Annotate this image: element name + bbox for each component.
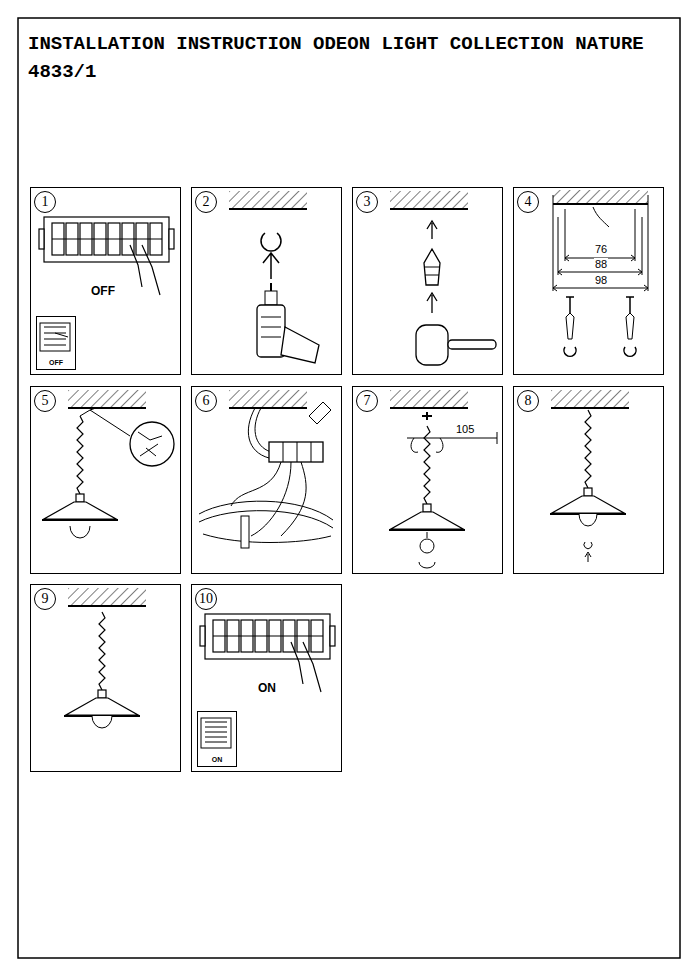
step-panel: 2 [191,187,342,375]
step-panel: 9 [30,584,181,772]
callout-number: 1 [34,191,56,213]
switch-state: OFF [91,285,115,298]
dimension: 105 [455,423,475,435]
switch-inset: ON [197,711,237,767]
step-panel: 8 [513,386,664,574]
callout-number: 8 [517,390,539,412]
switch-inset: OFF [36,316,76,370]
wiring-lamp-figure [42,390,174,538]
callout-number: 2 [195,191,217,213]
lamp-bulb-figure [389,390,497,568]
bracket-dimension-figure [553,190,648,356]
step-panel: 7 105 [352,386,503,574]
callout-number: 4 [517,191,539,213]
step-panel: 3 [352,187,503,375]
finished-lamp-figure [64,588,146,728]
dimension: 88 [594,258,608,270]
callout-number: 10 [195,588,217,610]
step-panel: 6 [191,386,342,574]
callout-number: 3 [356,191,378,213]
terminal-figure [199,390,333,548]
step-panel: 4 76 88 98 [513,187,664,375]
title: INSTALLATION INSTRUCTION ODEON LIGHT COL… [28,30,673,86]
callout-number: 5 [34,390,56,412]
step-panel: 10ON ON [191,584,342,772]
dimension: 76 [594,243,608,255]
switch-state: ON [198,756,236,764]
callout-number: 6 [195,390,217,412]
callout-number: 7 [356,390,378,412]
anchor-hammer-figure [390,191,496,365]
step-panel: 5 [30,386,181,574]
shade-bulb-figure [550,390,629,562]
switch-state: ON [258,682,276,695]
drill-figure [229,191,319,363]
switch-off-figure [39,217,174,351]
switch-on-figure [200,614,335,748]
switch-state: OFF [37,359,75,367]
page-frame [18,18,680,958]
dimension: 98 [594,274,608,286]
step-panel: 1OFF OFF [30,187,181,375]
callout-number: 9 [34,588,56,610]
